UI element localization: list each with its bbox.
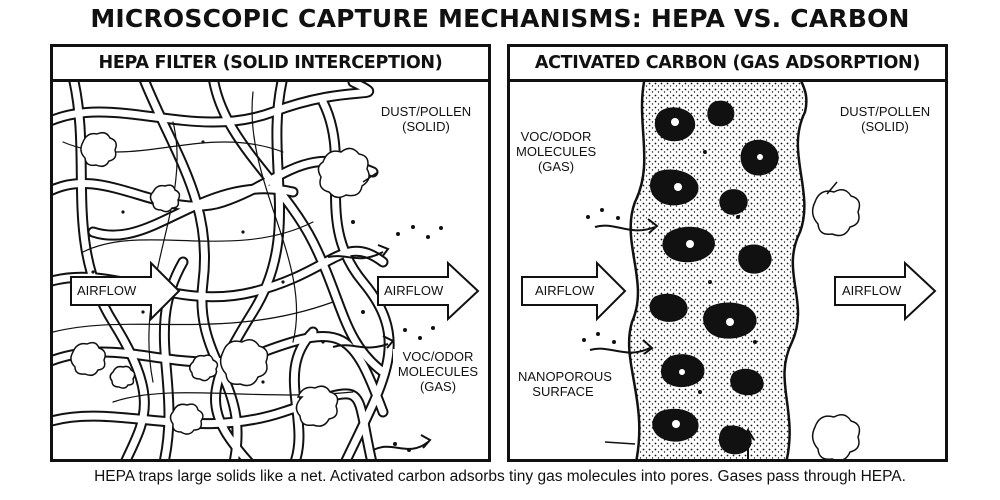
hepa-airflow-in-arrow: [70, 260, 181, 322]
hepa-airflow-in-label: AIRFLOW: [77, 283, 137, 298]
carbon-airflow-out-label: AIRFLOW: [842, 283, 902, 298]
carbon-voc-label: VOC/ODOR MOLECULES (GAS): [516, 129, 597, 174]
hepa-dust-label: DUST/POLLEN (SOLID): [371, 104, 481, 134]
carbon-gas-arrows: [589, 218, 755, 459]
carbon-airflow-in-label: AIRFLOW: [535, 283, 595, 298]
carbon-surface-label: NANOPOROUS SURFACE: [518, 369, 612, 399]
carbon-dust-label: DUST/POLLEN (SOLID): [830, 104, 940, 134]
carbon-dust-leader: [826, 181, 838, 195]
carbon-panel: ACTIVATED CARBON (GAS ADSORPTION): [507, 44, 948, 462]
hepa-illustration: [53, 82, 480, 459]
hepa-gas-molecules: [351, 220, 443, 452]
hepa-dust-leader: [362, 171, 379, 183]
hepa-panel: HEPA FILTER (SOLID INTERCEPTION): [50, 44, 491, 462]
carbon-dust-particles: [811, 189, 861, 459]
hepa-specks: [91, 140, 325, 384]
carbon-granule: [627, 82, 808, 459]
hepa-airflow-out-label: AIRFLOW: [384, 283, 444, 298]
carbon-surface-leader: [604, 441, 636, 445]
carbon-airflow-in-arrow: [521, 260, 627, 322]
hepa-panel-header: HEPA FILTER (SOLID INTERCEPTION): [53, 47, 488, 82]
carbon-airflow-out-arrow: [834, 260, 937, 322]
carbon-gas-molecules: [582, 150, 757, 394]
hepa-trapped-particles: [70, 131, 370, 435]
carbon-panel-header: ACTIVATED CARBON (GAS ADSORPTION): [510, 47, 945, 82]
hepa-voc-label: VOC/ODOR MOLECULES (GAS): [393, 349, 483, 394]
carbon-illustration: [521, 82, 937, 459]
hepa-airflow-out-arrow: [377, 260, 480, 322]
diagram-caption: HEPA traps large solids like a net. Acti…: [94, 468, 906, 485]
carbon-pore-highlights: [671, 118, 763, 428]
diagram-title: MICROSCOPIC CAPTURE MECHANISMS: HEPA VS.…: [90, 4, 910, 33]
